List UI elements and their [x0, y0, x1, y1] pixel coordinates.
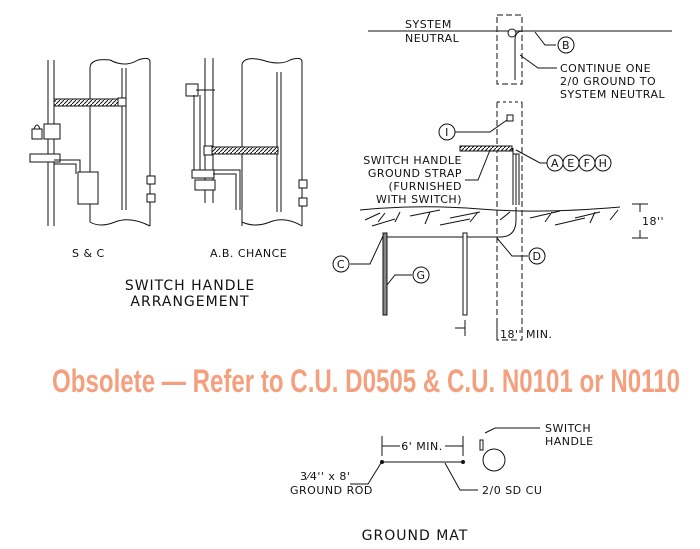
callout-i-text: I: [445, 126, 449, 139]
ab-chance-arrangement: A.B. CHANCE: [185, 57, 308, 260]
switch-operating-pipe: [47, 60, 55, 226]
switch-handle-label: SWITCH: [545, 422, 591, 435]
switch-operating-pipe: [204, 58, 214, 203]
pole-break: [89, 57, 151, 227]
min-dimension: [381, 436, 464, 456]
handle-mark: [479, 439, 484, 451]
strap-note: (FURNISHED: [389, 180, 462, 193]
ground-mat-title: GROUND MAT: [362, 528, 469, 544]
system-neutral-label: NEUTRAL: [405, 32, 460, 45]
upper-pole: [496, 14, 523, 85]
callout-g-text: G: [416, 269, 425, 282]
leader-aefh: [515, 149, 547, 164]
leader-switch-handle: [484, 427, 540, 434]
leader-strap: [465, 149, 491, 181]
strap-note: GROUND STRAP: [368, 167, 462, 180]
callout-c-text: C: [337, 258, 345, 271]
strap-note: WITH SWITCH): [376, 193, 462, 206]
leader-wire: [444, 462, 478, 491]
min-dimension-label: 6' MIN.: [401, 440, 442, 453]
lock-bracket: [43, 123, 61, 140]
continue-note: CONTINUE ONE: [560, 62, 651, 75]
arrangement-title-line1: SWITCH HANDLE: [125, 278, 255, 294]
callout-h: H: [599, 157, 608, 170]
callout-c: [332, 255, 350, 273]
tag-i: [506, 114, 514, 122]
continue-note: 2/0 GROUND TO: [560, 75, 656, 88]
handle-bracket: [29, 153, 61, 163]
bolt: [146, 193, 156, 203]
callout-b-text: B: [562, 39, 570, 52]
spacing-dimension: [455, 320, 498, 336]
leader-d: [496, 237, 528, 257]
wire-label: 2/0 SD CU: [482, 484, 542, 497]
sc-label: S & C: [72, 247, 105, 260]
support-arm: [213, 169, 241, 210]
conductor-guard: [276, 72, 282, 212]
ground-strap: [53, 98, 121, 107]
pole: [241, 62, 303, 226]
leader-c: [350, 235, 384, 265]
ground-rod: [462, 232, 468, 316]
switch-handle-ground-strap: [459, 145, 513, 152]
rod-label: GROUND ROD: [290, 484, 373, 497]
ground-molding: [512, 148, 520, 205]
depth-label: 18'': [642, 215, 664, 228]
strap-clamp: [117, 97, 127, 107]
leader-continue: [519, 54, 557, 69]
leader-rod: [350, 462, 382, 485]
bolt: [146, 175, 156, 185]
leader-g: [386, 274, 412, 286]
ground-rod-point: [461, 460, 465, 464]
ground-wire: [385, 207, 517, 238]
leader-b: [534, 31, 556, 46]
callout-b: [557, 36, 575, 54]
obsolete-notice: Obsolete — Refer to C.U. D0505 & C.U. N0…: [52, 363, 680, 399]
arrangement-title-line2: ARRANGEMENT: [130, 294, 249, 310]
strap-clamp: [203, 145, 213, 156]
depth-dimension: [632, 203, 648, 239]
mounting-box: [77, 171, 99, 205]
continue-note: SYSTEM NEUTRAL: [560, 88, 666, 101]
callout-f: F: [584, 157, 591, 170]
support-arm: [54, 159, 81, 174]
system-neutral-label: SYSTEM: [405, 18, 452, 31]
handle-rod: [193, 95, 201, 170]
pole-break: [241, 57, 303, 227]
ground-strap: [205, 146, 279, 155]
callouts-aefh: A E F H: [546, 154, 612, 172]
callout-i: [438, 123, 456, 141]
pole: [89, 62, 151, 226]
leader-i: [455, 119, 508, 133]
callout-d: [528, 247, 546, 265]
ground-hatch: [364, 209, 619, 227]
padlock-shackle: [33, 124, 41, 130]
bolt: [298, 197, 308, 207]
callout-a: A: [551, 157, 559, 170]
padlock-icon: [31, 128, 43, 140]
handle-coupling: [194, 179, 216, 191]
switch-handle-label: HANDLE: [545, 435, 594, 448]
switch-handle-icon: [482, 448, 506, 472]
callout-g: [412, 266, 430, 284]
bolt: [298, 179, 308, 189]
min-spacing-label: 18'' MIN.: [500, 328, 553, 341]
ground-rod: [382, 232, 388, 316]
strap-note: SWITCH HANDLE: [363, 154, 462, 167]
rod-label: 3⁄4'' x 8': [300, 470, 350, 483]
lower-pole: [496, 102, 523, 341]
handle-bracket: [191, 169, 215, 179]
callout-e: E: [567, 157, 574, 170]
pole-grounding-detail: SYSTEM NEUTRAL B CONTINUE ONE 2/0 GROUND…: [332, 14, 672, 341]
ab-chance-label: A.B. CHANCE: [210, 247, 287, 260]
conductor-guard: [121, 68, 127, 210]
ground-mat-detail: 6' MIN. SWITCH HANDLE 3⁄4'' x 8' GROUND …: [290, 422, 594, 544]
sc-arrangement: S & C: [29, 57, 156, 260]
ground-line: [359, 206, 621, 212]
callout-d-text: D: [533, 250, 542, 263]
ground-wire-upper: [514, 30, 535, 80]
neutral-insulator: [507, 28, 517, 38]
